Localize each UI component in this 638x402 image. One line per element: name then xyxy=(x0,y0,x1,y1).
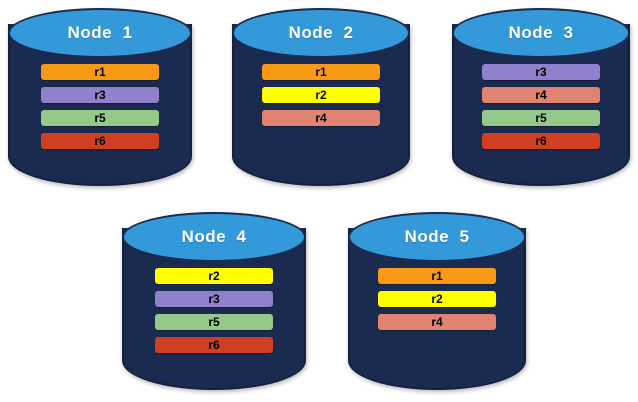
replica-bar-r1[interactable]: r1 xyxy=(378,268,496,284)
replica-bar-r5[interactable]: r5 xyxy=(41,110,159,126)
replica-bar-r2[interactable]: r2 xyxy=(155,268,273,284)
cylinder-shape xyxy=(452,8,630,186)
replica-bar-r5[interactable]: r5 xyxy=(155,314,273,330)
cylinder-top-ellipse xyxy=(452,8,630,58)
cylinder-top-ellipse xyxy=(232,8,410,58)
replica-bar-r2[interactable]: r2 xyxy=(378,291,496,307)
replica-bar-r5[interactable]: r5 xyxy=(482,110,600,126)
replica-list: r1 r3 r5 r6 xyxy=(8,64,192,149)
replica-bar-r3[interactable]: r3 xyxy=(155,291,273,307)
replica-bar-r6[interactable]: r6 xyxy=(155,337,273,353)
replica-bar-r3[interactable]: r3 xyxy=(41,87,159,103)
cylinder-shape xyxy=(122,212,306,390)
replica-bar-r4[interactable]: r4 xyxy=(378,314,496,330)
replica-list: r1 r2 r4 xyxy=(348,268,526,330)
replica-bar-r3[interactable]: r3 xyxy=(482,64,600,80)
cylinder-top-ellipse xyxy=(122,212,306,262)
replica-list: r1 r2 r4 xyxy=(232,64,410,126)
replica-bar-r6[interactable]: r6 xyxy=(41,133,159,149)
replica-bar-r4[interactable]: r4 xyxy=(482,87,600,103)
cylinder-top-ellipse xyxy=(8,8,192,58)
replica-list: r2 r3 r5 r6 xyxy=(122,268,306,353)
replica-list: r3 r4 r5 r6 xyxy=(452,64,630,149)
cylinder-shape xyxy=(8,8,192,186)
replica-bar-r2[interactable]: r2 xyxy=(262,87,380,103)
replica-bar-r1[interactable]: r1 xyxy=(262,64,380,80)
replica-bar-r4[interactable]: r4 xyxy=(262,110,380,126)
replica-bar-r6[interactable]: r6 xyxy=(482,133,600,149)
cylinder-shape xyxy=(348,212,526,390)
cylinder-shape xyxy=(232,8,410,186)
replica-bar-r1[interactable]: r1 xyxy=(41,64,159,80)
cylinder-top-ellipse xyxy=(348,212,526,262)
